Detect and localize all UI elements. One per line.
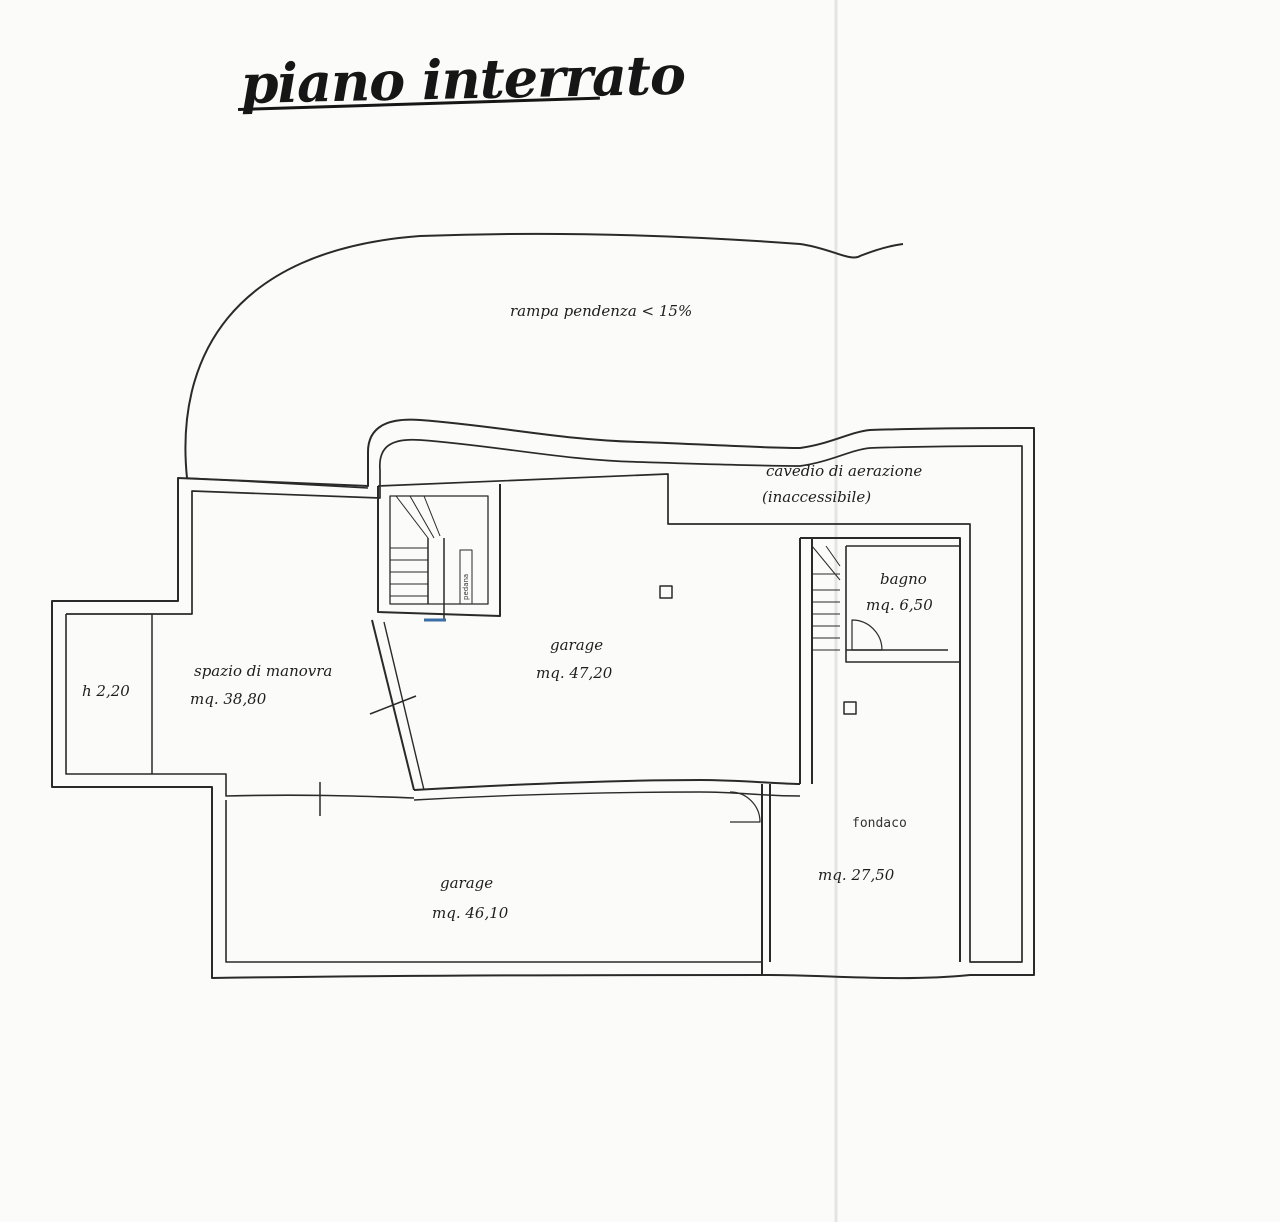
cavedio-label: cavedio di aerazione: [766, 462, 923, 480]
fondaco-door-swing: [729, 791, 761, 823]
garage-lower-inner: [225, 800, 762, 963]
outer-wall: [51, 418, 1035, 980]
garage-upper-label: garage: [550, 636, 604, 654]
wall-manovra-bottom: [65, 614, 415, 799]
stair-treads-left: [390, 495, 441, 597]
alcove-height: h 2,20: [82, 682, 130, 700]
ramp-outline: [184, 232, 904, 479]
cavedio-note: (inaccessibile): [762, 488, 872, 506]
manovra-area: mq. 38,80: [190, 690, 267, 708]
bagno-door-swing: [851, 619, 883, 651]
garage-upper-bottom-wall: [413, 779, 801, 791]
fondaco-area: mq. 27,50: [818, 866, 895, 884]
fondaco-label: fondaco: [852, 816, 907, 831]
manovra-label: spazio di manovra: [194, 662, 333, 680]
ramp-label: rampa pendenza < 15%: [510, 302, 693, 320]
fondaco-partition: [761, 784, 771, 975]
stair-landing-pad: [459, 549, 473, 605]
right-block-walls: [799, 537, 961, 962]
column-marker: [659, 585, 673, 599]
garage-lower-label: garage: [440, 874, 494, 892]
bagno-label: bagno: [880, 570, 927, 588]
stair-note: pedana: [462, 573, 470, 600]
stair-core-inner: [389, 495, 489, 605]
door-swing-mark: [369, 695, 417, 715]
garage-upper-area: mq. 47,20: [536, 664, 613, 682]
garage-upper-bottom-wall-inner: [413, 791, 801, 801]
partition-manovra-garage-inner: [383, 621, 425, 791]
garage-lower-area: mq. 46,10: [432, 904, 509, 922]
column-marker: [843, 701, 857, 715]
inner-wall: [66, 438, 1023, 963]
stair-treads-right: [811, 545, 841, 651]
stair-core-walls: [377, 484, 501, 617]
bagno-area: mq. 6,50: [866, 596, 933, 614]
